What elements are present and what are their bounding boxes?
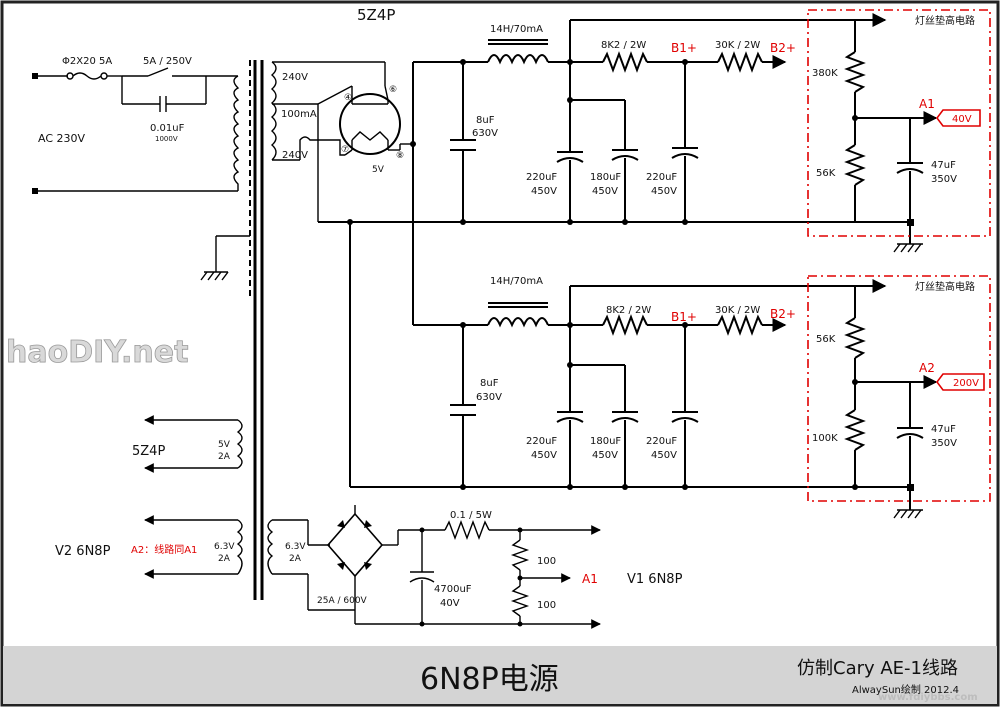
top-r-lower-label: 56K bbox=[816, 168, 836, 179]
dc-load-label: V1 6N8P bbox=[627, 572, 683, 587]
top-cap-c-value: 220uF bbox=[646, 172, 677, 183]
watermark-right: www.fdiybbs.com bbox=[878, 692, 978, 703]
bottom-filter-wiring bbox=[450, 279, 938, 519]
bottom-res2-label: 30K / 2W bbox=[715, 305, 760, 316]
top-r-upper-label: 380K bbox=[812, 68, 838, 79]
transformer-primary bbox=[200, 60, 264, 600]
hv-top-label: 240V bbox=[282, 72, 308, 83]
top-bias-box bbox=[807, 9, 991, 237]
tube-pin-8: ⑧ bbox=[396, 151, 404, 161]
top-choke-label: 14H/70mA bbox=[490, 24, 543, 35]
transformer-hv-secondary bbox=[270, 61, 385, 222]
bottom-b2-node: B2+ bbox=[770, 307, 796, 321]
dc-tap-label: A1 bbox=[582, 572, 598, 586]
bottom-choke-label: 14H/70mA bbox=[490, 276, 543, 287]
top-b2-node: B2+ bbox=[770, 41, 796, 55]
top-cap1-value: 8uF bbox=[476, 115, 495, 126]
tube-pin-4: ④ bbox=[344, 93, 352, 103]
top-cap-a-value: 220uF bbox=[526, 172, 557, 183]
bottom-b1-node: B1+ bbox=[671, 310, 697, 324]
bottom-cap-a-voltage: 450V bbox=[531, 450, 557, 461]
bottom-cap-c-value: 220uF bbox=[646, 436, 677, 447]
top-bias-cap-value: 47uF bbox=[931, 160, 956, 171]
bottom-tap-flag bbox=[936, 373, 985, 391]
watermark-left: haoDIY.net bbox=[6, 335, 188, 370]
snubber-cap-voltage: 1000V bbox=[155, 135, 178, 143]
top-tap-flag bbox=[936, 109, 981, 127]
bottom-r-lower-label: 100K bbox=[812, 433, 838, 444]
top-b1-node: B1+ bbox=[671, 41, 697, 55]
dc-series-res-label: 0.1 / 5W bbox=[450, 510, 492, 521]
top-filter-wiring bbox=[450, 13, 938, 253]
bottom-cap-c-voltage: 450V bbox=[651, 450, 677, 461]
pot-top-label: 100 bbox=[537, 556, 556, 567]
footer-credit: AlwaySun绘制 2012.4 bbox=[852, 683, 959, 696]
fuse-label: Φ2X20 5A bbox=[62, 56, 112, 67]
heater-v1-voltage: 6.3V bbox=[285, 542, 306, 552]
tube-heater-label: 5V bbox=[372, 165, 385, 175]
footer-title: 6N8P电源 bbox=[420, 662, 559, 697]
bottom-res1-label: 8K2 / 2W bbox=[606, 305, 651, 316]
bottom-bias-box bbox=[807, 275, 991, 502]
bottom-r-upper-label: 56K bbox=[816, 334, 836, 345]
top-bias-cap-voltage: 350V bbox=[931, 174, 957, 185]
heater-windings bbox=[144, 415, 356, 611]
hv-current-label: 100mA bbox=[281, 109, 317, 120]
snubber-cap-label: 0.01uF bbox=[150, 123, 185, 134]
top-cap-b-value: 180uF bbox=[590, 172, 621, 183]
rectifier-tube-symbol bbox=[317, 62, 413, 156]
heater-5z4p-label: 5Z4P bbox=[132, 444, 165, 459]
bottom-cap1-value: 8uF bbox=[480, 378, 499, 389]
hv-bottom-label: 240V bbox=[282, 150, 308, 161]
bottom-cap-b-voltage: 450V bbox=[592, 450, 618, 461]
dc-filter-cap-value: 4700uF bbox=[434, 584, 472, 595]
top-cap-a-voltage: 450V bbox=[531, 186, 557, 197]
bridge-label: 25A / 600V bbox=[317, 596, 368, 606]
tube-pin-6: ⑥ bbox=[389, 85, 397, 95]
dc-heater-supply bbox=[326, 505, 601, 629]
top-cap1-voltage: 630V bbox=[472, 128, 498, 139]
heater-v2-note: A2：线路同A1 bbox=[131, 543, 197, 556]
footer-subtitle: 仿制Cary AE-1线路 bbox=[797, 658, 958, 679]
bottom-cap1-voltage: 630V bbox=[476, 392, 502, 403]
top-res1-label: 8K2 / 2W bbox=[601, 40, 646, 51]
top-tap-label: A1 bbox=[919, 97, 935, 111]
rectifier-output-wiring bbox=[318, 61, 913, 488]
bottom-cap-a-value: 220uF bbox=[526, 436, 557, 447]
top-res2-label: 30K / 2W bbox=[715, 40, 760, 51]
bottom-bias-cap-value: 47uF bbox=[931, 424, 956, 435]
heater-v1-current: 2A bbox=[289, 554, 302, 564]
heater-5v-label: 5V bbox=[218, 440, 231, 450]
switch-label: 5A / 250V bbox=[143, 56, 192, 67]
footer-band bbox=[3, 646, 997, 704]
heater-5v-current: 2A bbox=[218, 452, 231, 462]
mains-label: AC 230V bbox=[38, 132, 86, 145]
bottom-tap-label: A2 bbox=[919, 361, 935, 375]
heater-v2-current: 2A bbox=[218, 554, 231, 564]
heater-v2-voltage: 6.3V bbox=[214, 542, 235, 552]
top-heater-bias-label: 灯丝垫高电路 bbox=[915, 14, 975, 27]
heater-v2-label: V2 6N8P bbox=[55, 544, 111, 559]
bottom-cap-b-value: 180uF bbox=[590, 436, 621, 447]
mains-input bbox=[32, 67, 238, 194]
top-cap-c-voltage: 450V bbox=[651, 186, 677, 197]
bottom-tap-voltage: 200V bbox=[953, 378, 979, 389]
dc-filter-cap-voltage: 40V bbox=[440, 598, 460, 609]
tube-name: 5Z4P bbox=[357, 6, 395, 24]
pot-bottom-label: 100 bbox=[537, 600, 556, 611]
top-tap-voltage: 40V bbox=[952, 114, 972, 125]
bottom-heater-bias-label: 灯丝垫高电路 bbox=[915, 280, 975, 293]
bottom-bias-cap-voltage: 350V bbox=[931, 438, 957, 449]
top-cap-b-voltage: 450V bbox=[592, 186, 618, 197]
tube-pin-7: ⑦ bbox=[341, 145, 349, 155]
